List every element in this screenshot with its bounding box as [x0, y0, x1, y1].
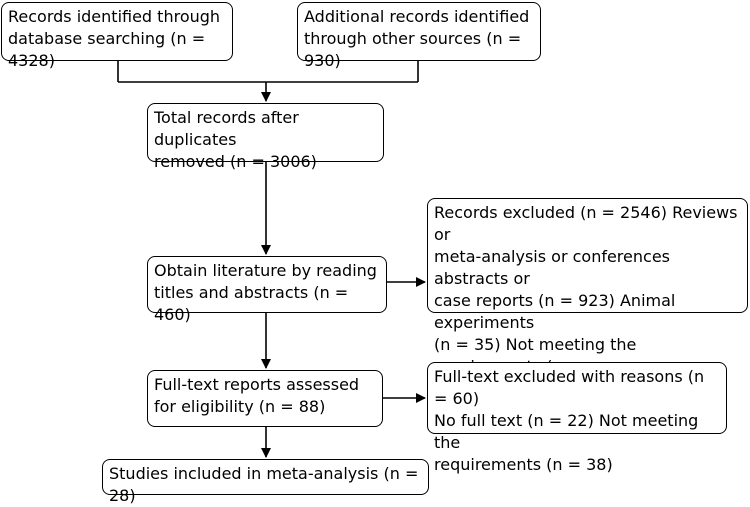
after-duplicates-box: Total records after duplicates removed (…: [147, 103, 384, 171]
fulltext-excluded-box: Full-text excluded with reasons (n = 60)…: [427, 362, 727, 474]
database-records-box: Records identified through database sear…: [1, 2, 233, 70]
fulltext-assessed-box: Full-text reports assessed for eligibili…: [147, 370, 383, 427]
other-sources-box: Additional records identified through ot…: [297, 2, 541, 70]
records-excluded-box: Records excluded (n = 2546) Reviews or m…: [427, 198, 748, 398]
screening-box: Obtain literature by reading titles and …: [147, 256, 387, 324]
included-studies-box: Studies included in meta-analysis (n = 2…: [102, 459, 429, 505]
